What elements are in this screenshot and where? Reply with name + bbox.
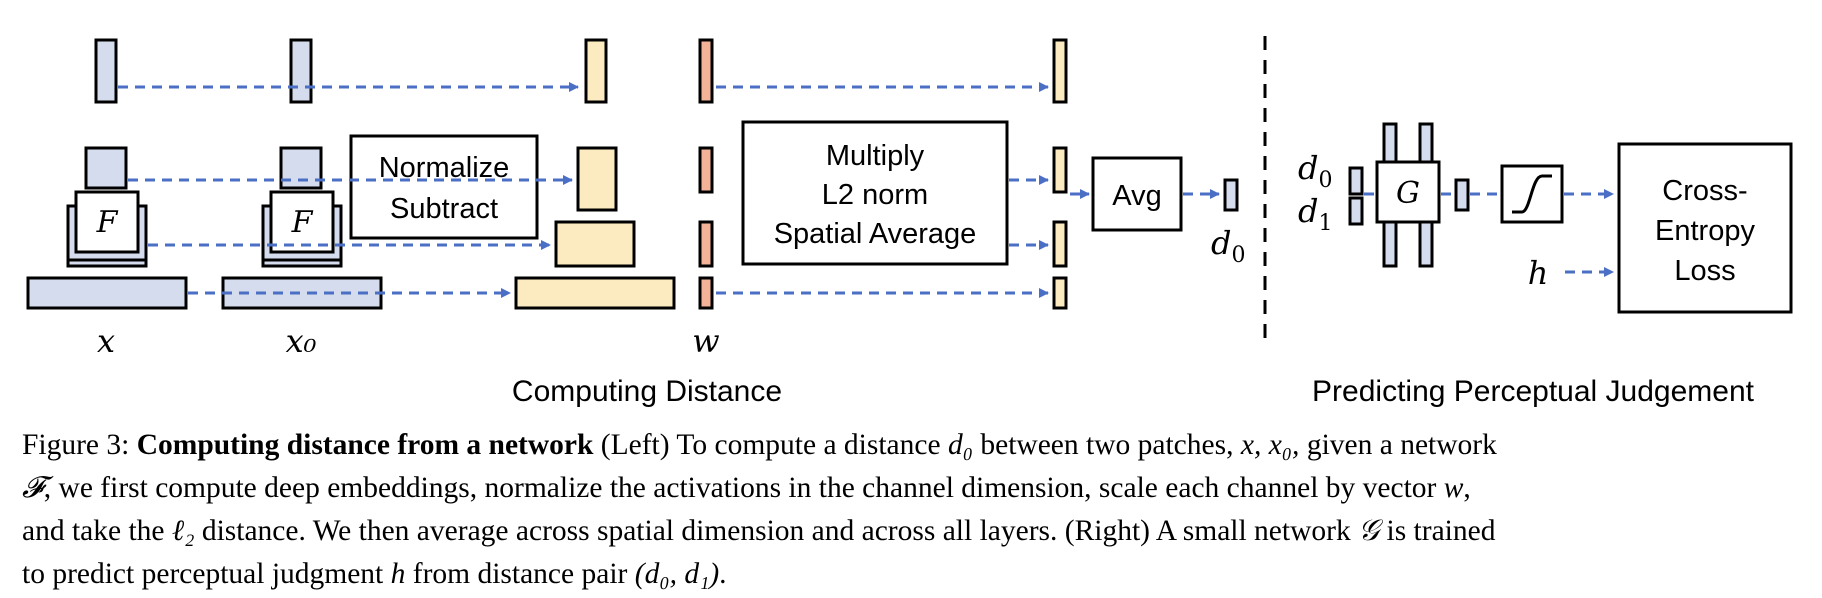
g-bar-top-right bbox=[1418, 122, 1434, 164]
caption-var-w: w bbox=[1443, 472, 1464, 504]
d1-input-cell bbox=[1348, 196, 1364, 226]
g-box bbox=[1375, 160, 1441, 224]
x0-network-box bbox=[269, 190, 335, 254]
x0-layer-4 bbox=[221, 276, 383, 310]
caption-line3-end: is trained bbox=[1386, 515, 1496, 547]
weight-1 bbox=[698, 38, 714, 104]
x-layer-1 bbox=[94, 38, 118, 104]
caption-pair-d0-d1: (d₀, d₁) bbox=[634, 558, 720, 590]
weight-2 bbox=[698, 146, 714, 194]
normalized-feature-stack bbox=[514, 38, 676, 310]
normalize-subtract-box bbox=[349, 134, 539, 240]
x0-layer-1 bbox=[289, 38, 313, 104]
caption-line4-start: to predict perceptual judgment bbox=[22, 558, 384, 590]
right-input-d1: d1 bbox=[1298, 192, 1332, 236]
avg-label: Avg bbox=[1112, 180, 1161, 212]
x-layer-2 bbox=[84, 146, 128, 190]
loss-label-line3: Loss bbox=[1674, 255, 1735, 287]
x-network-label: F bbox=[96, 205, 119, 240]
g-bar-bottom-right bbox=[1418, 220, 1434, 268]
weight-label-w: w bbox=[692, 322, 719, 360]
loss-label-line1: Cross- bbox=[1662, 175, 1747, 207]
layer-dist-4 bbox=[1052, 276, 1068, 310]
caption-line2-end: , bbox=[1463, 472, 1471, 504]
section-title-right: Predicting Perceptual Judgement bbox=[1312, 375, 1755, 408]
layer-dist-2 bbox=[1052, 146, 1068, 194]
norm-layer-2 bbox=[576, 146, 618, 212]
avg-box bbox=[1091, 156, 1183, 232]
layer-distances bbox=[1052, 38, 1068, 310]
d0-output-label: d0 bbox=[1211, 224, 1245, 268]
x0-layer-2 bbox=[279, 146, 323, 190]
h-label: h bbox=[1528, 254, 1549, 292]
caption-var-l2: ℓ₂ bbox=[171, 515, 195, 547]
feature-stack-x: F x bbox=[26, 38, 188, 360]
caption-var-G: 𝒢 bbox=[1358, 515, 1380, 547]
norm-layer-4 bbox=[514, 276, 676, 310]
caption-bold-title: Computing distance from a network bbox=[136, 429, 594, 461]
subtract-label: Subtract bbox=[390, 193, 498, 225]
figure-caption: Figure 3: Computing distance from a netw… bbox=[22, 424, 1812, 596]
caption-line1-end: given a network bbox=[1306, 429, 1497, 461]
weight-4 bbox=[698, 276, 714, 310]
weight-vectors: w bbox=[692, 38, 720, 360]
caption-var-h: h bbox=[390, 558, 406, 590]
caption-line2-text: , we first compute deep embeddings, norm… bbox=[43, 472, 1437, 504]
multiply-label: Multiply bbox=[826, 140, 925, 172]
caption-line3-start: and take the bbox=[22, 515, 165, 547]
x-network-box bbox=[74, 190, 140, 254]
g-bar-bottom-left bbox=[1382, 220, 1398, 268]
dashed-arrows bbox=[118, 82, 1614, 298]
section-title-left: Computing Distance bbox=[512, 375, 782, 408]
caption-var-d0: d₀ bbox=[947, 429, 973, 461]
caption-line4-end: . bbox=[719, 558, 727, 590]
d0-output-cell bbox=[1223, 178, 1239, 212]
caption-line1-tail: between two patches, bbox=[980, 429, 1234, 461]
layer-dist-3 bbox=[1052, 220, 1068, 268]
cross-entropy-loss-box bbox=[1617, 142, 1793, 314]
g-bar-top-left bbox=[1382, 122, 1398, 164]
sigmoid-icon bbox=[1512, 174, 1552, 214]
caption-var-F: 𝓕 bbox=[22, 472, 44, 504]
norm-layer-1 bbox=[584, 38, 608, 104]
caption-figure-label: Figure 3: bbox=[22, 429, 130, 461]
x-layer-4 bbox=[26, 276, 188, 310]
caption-line4-text: from distance pair bbox=[412, 558, 628, 590]
g-output-cell bbox=[1454, 178, 1470, 212]
norm-layer-3 bbox=[554, 220, 636, 268]
loss-label-line2: Entropy bbox=[1655, 215, 1755, 247]
caption-line3-text: distance. We then average across spatial… bbox=[201, 515, 1351, 547]
layer-dist-1 bbox=[1052, 38, 1068, 104]
architecture-diagram: F x F x₀ Normalize Subtract w Multiply L… bbox=[26, 36, 1793, 408]
x0-network-label: F bbox=[291, 205, 314, 240]
d0-input-cell bbox=[1348, 166, 1364, 196]
l2-norm-label: L2 norm bbox=[822, 179, 928, 211]
weight-3 bbox=[698, 220, 714, 268]
right-input-d0: d0 bbox=[1298, 149, 1332, 193]
spatial-average-label: Spatial Average bbox=[774, 218, 977, 250]
caption-line1-rest: (Left) To compute a distance bbox=[600, 429, 941, 461]
feature-stack-x0: F x₀ bbox=[221, 38, 383, 360]
g-network: G bbox=[1375, 122, 1441, 268]
multiply-l2-spatial-box bbox=[741, 120, 1009, 266]
input-label-x0: x₀ bbox=[286, 322, 317, 360]
g-label: G bbox=[1396, 176, 1420, 211]
caption-vars-x-x0: x, x₀, bbox=[1240, 429, 1300, 461]
input-label-x: x bbox=[97, 322, 115, 360]
